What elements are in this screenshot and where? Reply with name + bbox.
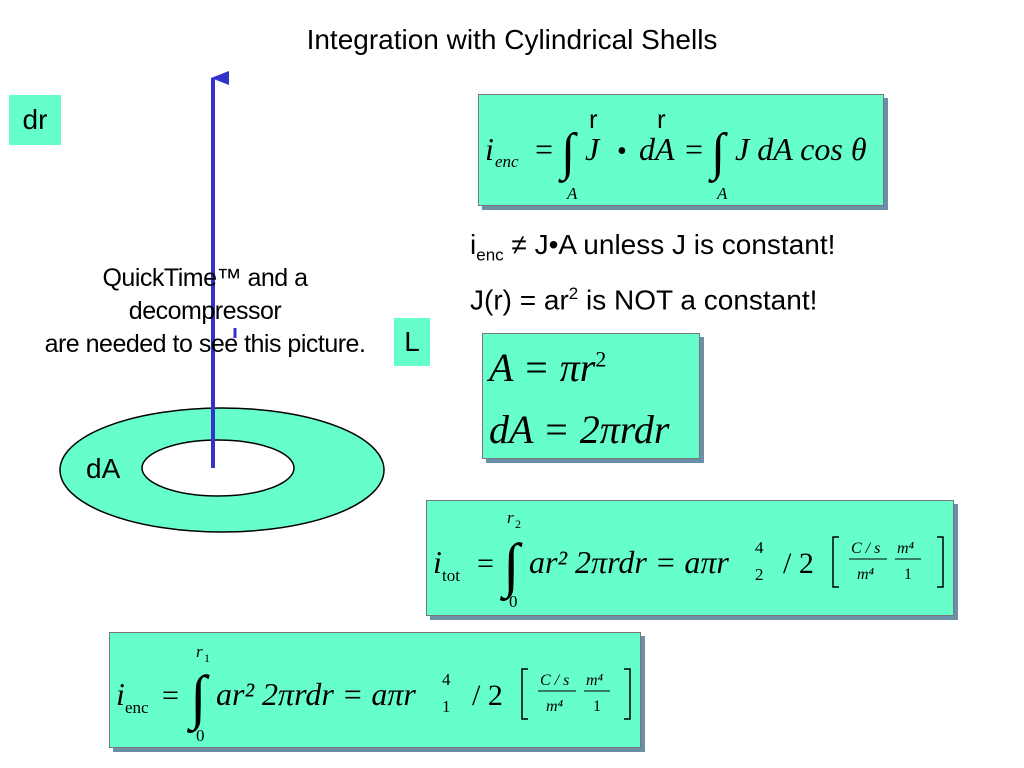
- eq1-lower-A-2: A: [716, 184, 728, 203]
- eq1-J: J: [585, 131, 601, 167]
- eq1-i: i: [485, 131, 494, 167]
- eq1-sub: enc: [495, 152, 519, 171]
- eq4-body: ar² 2πrdr = aπr: [216, 676, 416, 712]
- equation-box-total-current: i tot = ∫ r 2 0 ar² 2πrdr = aπr 4 2 / 2 …: [426, 500, 954, 616]
- eq4-unit1-num: C / s: [540, 672, 569, 689]
- eq1-dA: dA: [639, 131, 675, 167]
- eq3-unit1-den: m⁴: [857, 566, 875, 583]
- slide-title: Integration with Cylindrical Shells: [306, 24, 718, 55]
- eq4-unit1-den: m⁴: [546, 698, 564, 715]
- equation-box-area: A = πr2 dA = 2πrdr: [482, 333, 700, 459]
- eq3-divide: / 2: [783, 547, 814, 580]
- eq1-rhs: J dA cos θ: [735, 131, 867, 167]
- equation-1: i enc = ∫ A r J • dA r = ∫ A J dA cos θ: [485, 104, 867, 203]
- eq1-equals-2: =: [685, 131, 703, 167]
- equation-3: i tot = ∫ r 2 0 ar² 2πrdr = aπr 4 2 / 2 …: [433, 508, 944, 611]
- eq3-upper-sub: 2: [515, 517, 521, 531]
- eq3-unit1-num: C / s: [851, 540, 880, 557]
- quicktime-placeholder: QuickTime™ and a decompressor are needed…: [0, 262, 410, 361]
- eq3-i: i: [433, 544, 442, 580]
- eq4-r-sup: 4: [442, 670, 451, 689]
- eq3-integral: ∫: [500, 532, 523, 602]
- placeholder-line-3: are needed to see this picture.: [44, 330, 366, 358]
- eq3-lower: 0: [509, 592, 518, 611]
- eq3-r-sub: 2: [755, 565, 764, 584]
- inner-hole: [141, 439, 295, 497]
- eq4-bracket-left: [521, 668, 528, 720]
- eq4-equals: =: [162, 679, 179, 712]
- eq4-r-sub: 1: [442, 697, 451, 716]
- eq3-unit2-num: m⁴: [897, 540, 915, 557]
- eq1-equals-1: =: [535, 131, 553, 167]
- eq3-body: ar² 2πrdr = aπr: [529, 544, 729, 580]
- placeholder-line-1: QuickTime™ and a: [102, 264, 308, 292]
- eq2-line-2: dA = 2πrdr: [489, 407, 670, 452]
- constant-note: ienc ≠ J•A unless J is constant! J(r) = …: [470, 226, 835, 319]
- eq4-upper: r: [196, 642, 203, 661]
- eq4-divide: / 2: [472, 679, 503, 712]
- label-dA: dA: [86, 453, 121, 484]
- eq2-line-1: A = πr2: [489, 345, 607, 390]
- eq3-sub: tot: [442, 566, 460, 585]
- eq1-dot: •: [617, 136, 627, 167]
- placeholder-line-2: decompressor: [128, 297, 282, 325]
- eq4-bracket-right: [624, 668, 631, 720]
- eq3-bracket-right: [937, 536, 944, 588]
- eq3-unit2-den: 1: [904, 566, 912, 583]
- eq3-bracket-left: [832, 536, 839, 588]
- eq4-sub: enc: [125, 698, 149, 717]
- eq4-upper-sub: 1: [204, 651, 210, 665]
- label-dr: dr: [9, 95, 61, 145]
- equation-box-current-integral: i enc = ∫ A r J • dA r = ∫ A J dA cos θ: [478, 94, 884, 206]
- eq3-upper: r: [507, 508, 514, 527]
- eq4-unit2-den: 1: [593, 698, 601, 715]
- eq1-lower-A-1: A: [566, 184, 578, 203]
- eq4-lower: 0: [196, 726, 205, 745]
- eq3-equals: =: [477, 547, 494, 580]
- eq1-integral-2: ∫: [708, 124, 728, 183]
- eq4-unit2-num: m⁴: [586, 672, 604, 689]
- note-line-2: J(r) = ar2 is NOT a constant!: [470, 283, 818, 315]
- eq4-integral: ∫: [187, 664, 210, 734]
- eq1-integral-1: ∫: [558, 124, 578, 183]
- eq4-i: i: [116, 676, 125, 712]
- eq3-r-sup: 4: [755, 538, 764, 557]
- equation-box-enclosed-current: i enc = ∫ r 1 0 ar² 2πrdr = aπr 4 1 / 2 …: [109, 632, 641, 748]
- ring-diagram: [59, 71, 385, 533]
- label-L: L: [394, 318, 430, 366]
- eq1-vector-mark-2: r: [657, 104, 666, 134]
- equation-4: i enc = ∫ r 1 0 ar² 2πrdr = aπr 4 1 / 2 …: [116, 642, 631, 745]
- eq1-vector-mark-1: r: [589, 104, 598, 134]
- note-line-1: ienc ≠ J•A unless J is constant!: [470, 229, 836, 265]
